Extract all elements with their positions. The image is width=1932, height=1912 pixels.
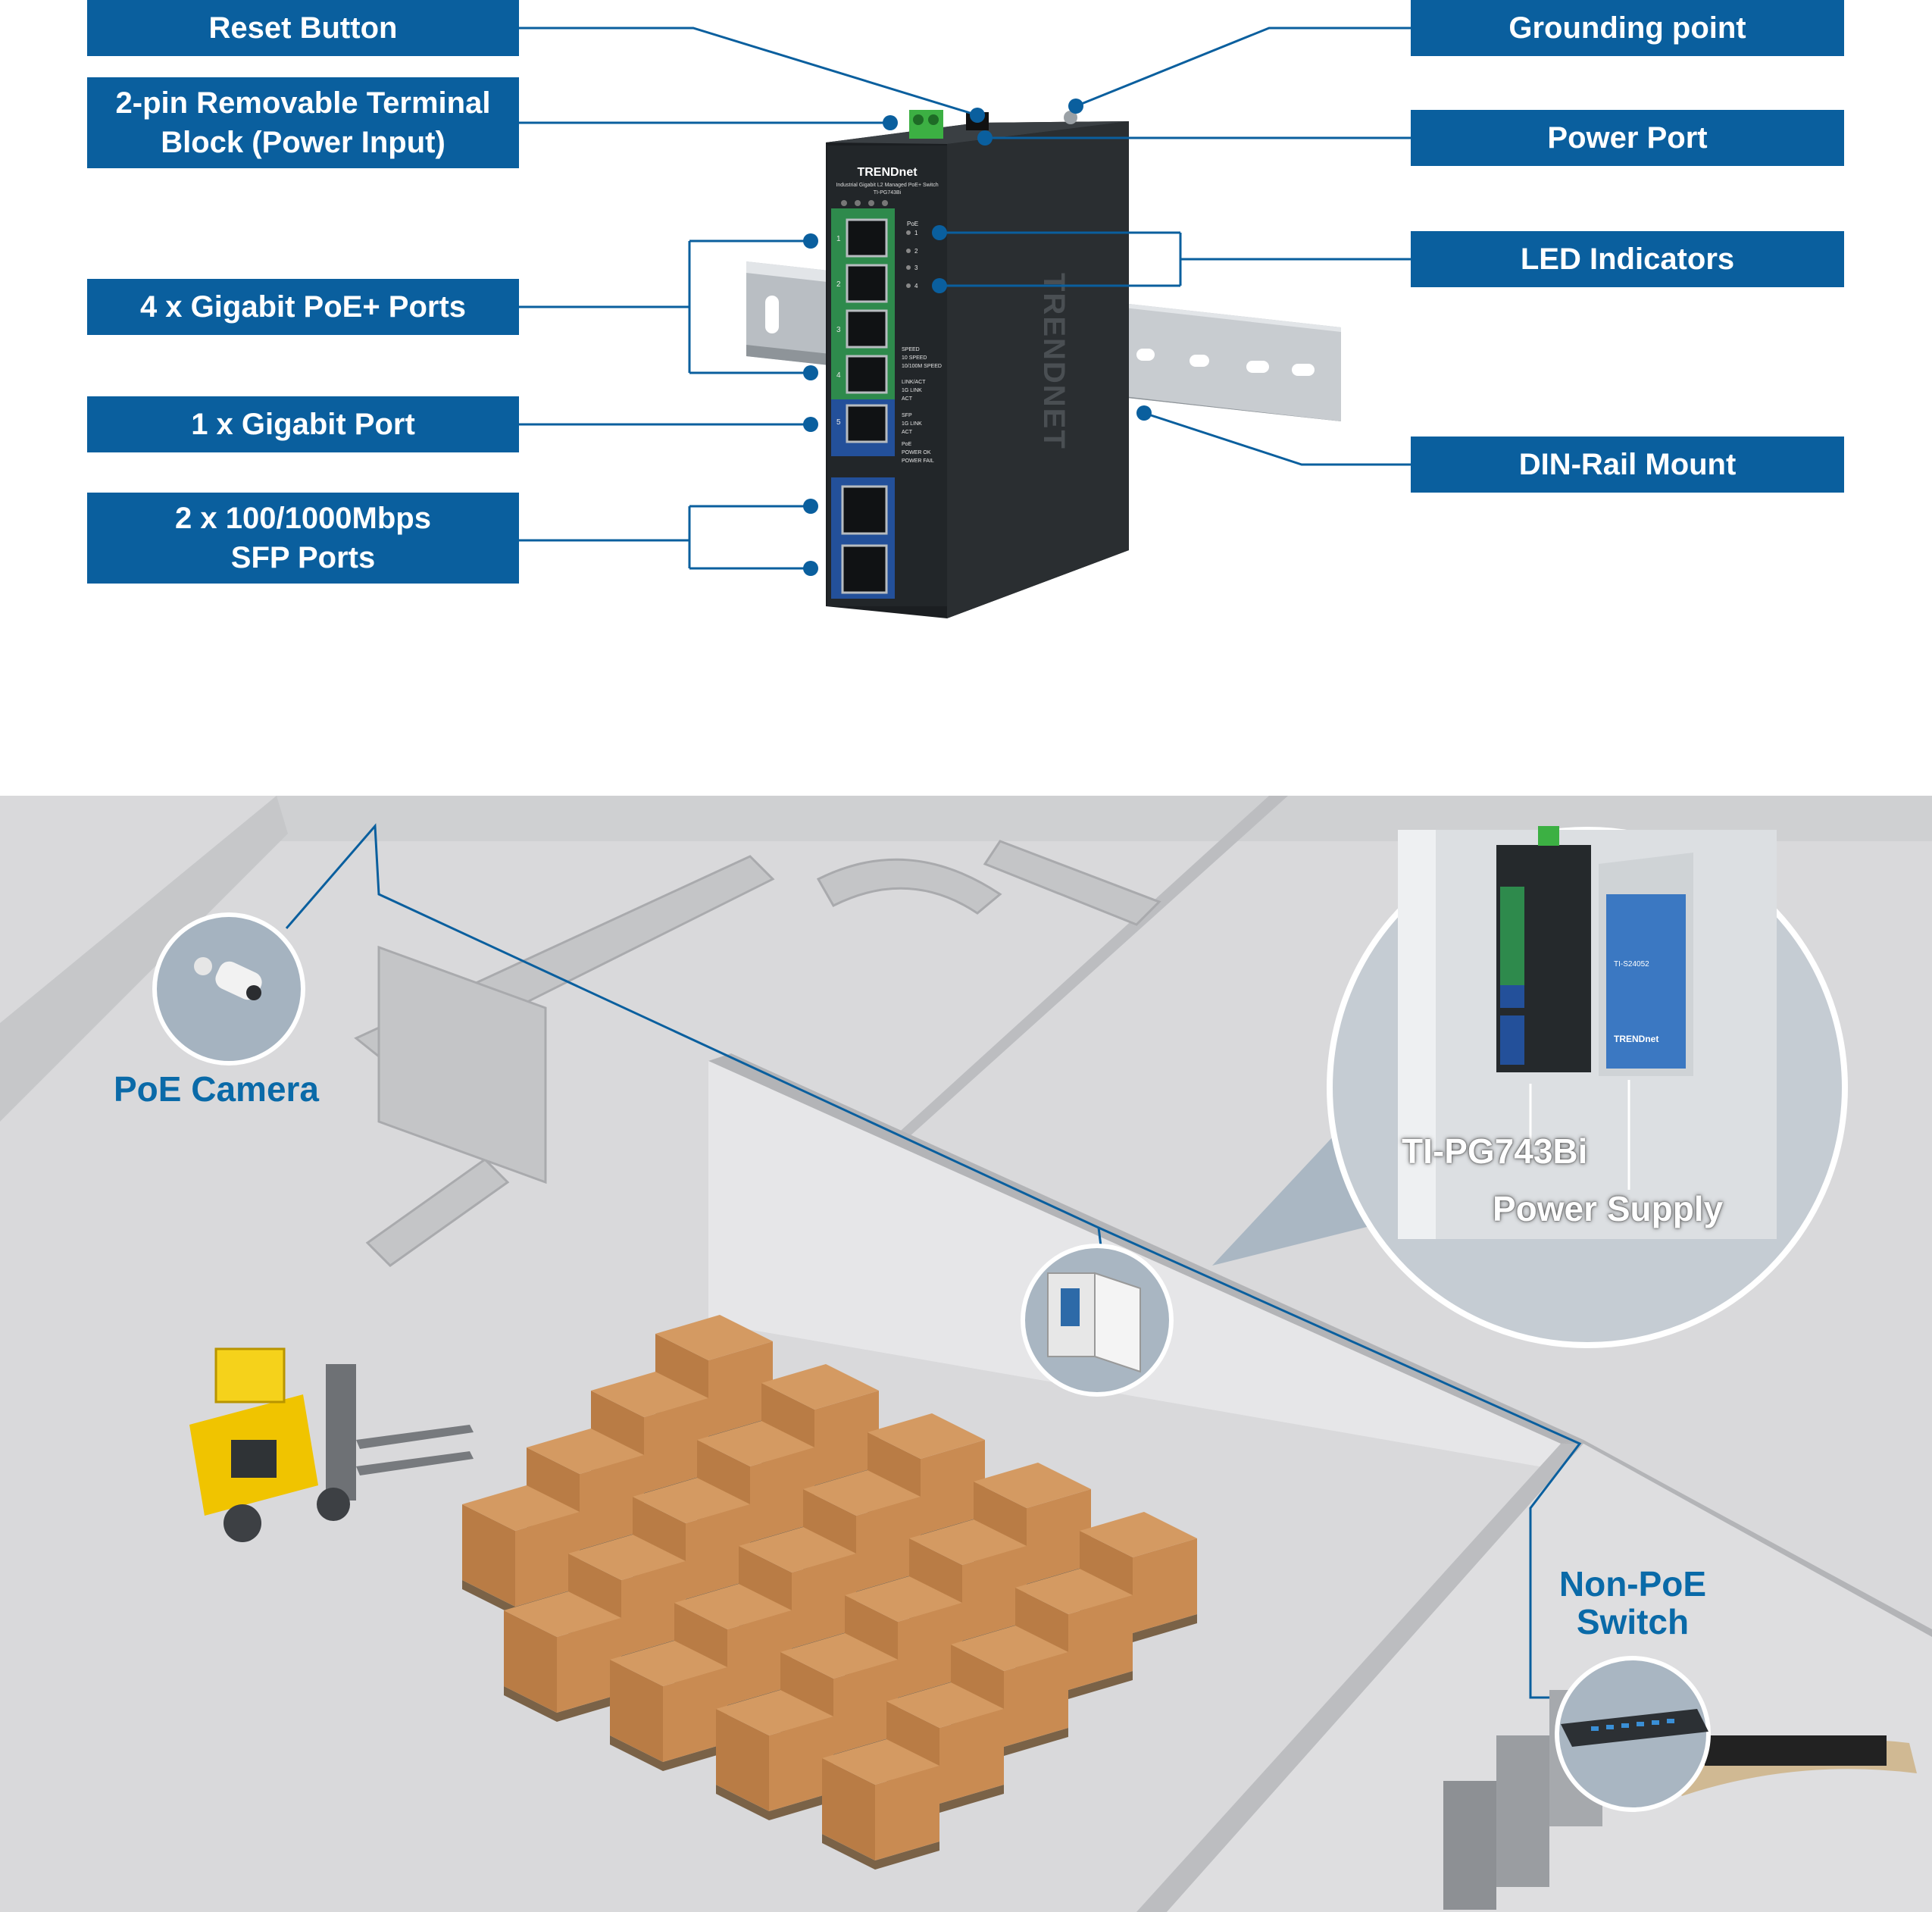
led-label-1: 1 <box>914 230 918 236</box>
callout-gigabit-port: 1 x Gigabit Port <box>87 396 519 452</box>
led-label-3: 3 <box>914 264 918 271</box>
callout-din-rail: DIN-Rail Mount <box>1411 437 1844 493</box>
rj45-port-3 <box>846 309 888 349</box>
callout-power-port: Power Port <box>1411 110 1844 166</box>
callout-poe-ports: 4 x Gigabit PoE+ Ports <box>87 279 519 335</box>
box-pallet <box>822 1739 939 1870</box>
legend-line-3: 10/100M SPEED <box>902 364 942 369</box>
box-pallets <box>462 1315 1197 1870</box>
rj45-port-2 <box>846 264 888 303</box>
rj45-port-1 <box>846 218 888 258</box>
port-num-1: 1 <box>836 235 841 243</box>
box-pallet <box>716 1690 833 1820</box>
leader-lines <box>519 27 1411 570</box>
legend-line-1: SPEED <box>902 347 920 352</box>
side-logo: TRENDNET <box>1037 273 1071 450</box>
switch-inset <box>1555 1656 1711 1812</box>
port-num-3: 3 <box>836 326 841 334</box>
psu-brand: TRENDnet <box>1614 1034 1658 1044</box>
led-label-poe: PoE <box>907 221 918 227</box>
label-power-supply: Power Supply <box>1493 1189 1724 1228</box>
legend-line-5: 1G LINK <box>902 388 922 393</box>
legend-line-2: 10 SPEED <box>902 355 927 361</box>
network-lines <box>285 823 1582 1699</box>
right-room-side <box>1136 1444 1583 1912</box>
server-room <box>1443 1690 1917 1910</box>
rj45-port-4 <box>846 355 888 394</box>
led-label-2: 2 <box>914 248 918 255</box>
legend-line-10: PoE <box>902 442 912 447</box>
sfp-port-7 <box>841 544 888 594</box>
server-room-floor <box>1167 1444 1932 1912</box>
label-non-poe-switch: Non-PoE Switch <box>1558 1564 1707 1641</box>
callout-grounding-point: Grounding point <box>1411 0 1844 56</box>
divider-wall-top <box>894 796 1288 1137</box>
box-pallet <box>504 1591 621 1722</box>
enclosure-inset <box>1021 1244 1174 1397</box>
legend-line-4: LINK/ACT <box>902 380 926 385</box>
legend-line-11: POWER OK <box>902 450 931 455</box>
legend-line-6: ACT <box>902 396 913 402</box>
legend-line-12: POWER FAIL <box>902 458 934 464</box>
terminal-block <box>909 110 943 139</box>
device-brand: TRENDnet <box>857 166 918 179</box>
sfp-port-6 <box>841 485 888 535</box>
legend-line-9: ACT <box>902 430 913 435</box>
legend-line-8: 1G LINK <box>902 421 922 427</box>
port-num-5: 5 <box>836 418 841 427</box>
conveyor-system <box>354 840 1161 1267</box>
port-num-2: 2 <box>836 280 841 289</box>
grounding-screw <box>1064 111 1077 124</box>
zoom-inset: TI-S24052 TRENDnet <box>1212 826 1848 1348</box>
forklift <box>189 1347 474 1542</box>
leader-dots <box>803 99 1152 576</box>
callout-reset-button: Reset Button <box>87 0 519 56</box>
product-diagram: TRENDnet Industrial Gigabit L2 Managed P… <box>519 27 1411 618</box>
port-num-4: 4 <box>836 371 841 380</box>
device-model: TI-PG743Bi <box>874 190 902 196</box>
callout-terminal-block: 2-pin Removable Terminal Block (Power In… <box>87 77 519 168</box>
legend-line-7: SFP <box>902 413 912 418</box>
led-label-4: 4 <box>914 283 918 289</box>
callout-led-indicators: LED Indicators <box>1411 231 1844 287</box>
box-pallet <box>610 1641 727 1771</box>
rj45-port-5 <box>846 404 888 443</box>
label-poe-camera: PoE Camera <box>114 1069 320 1109</box>
label-model: TI-PG743Bi <box>1402 1131 1588 1171</box>
device-subtitle: Industrial Gigabit L2 Managed PoE+ Switc… <box>836 183 938 188</box>
psu-model: TI-S24052 <box>1614 960 1649 969</box>
camera-inset <box>152 912 305 1066</box>
callout-sfp-ports: 2 x 100/1000Mbps SFP Ports <box>87 493 519 584</box>
switch-device: TRENDnet Industrial Gigabit L2 Managed P… <box>826 110 1129 618</box>
left-wall <box>0 796 288 1122</box>
